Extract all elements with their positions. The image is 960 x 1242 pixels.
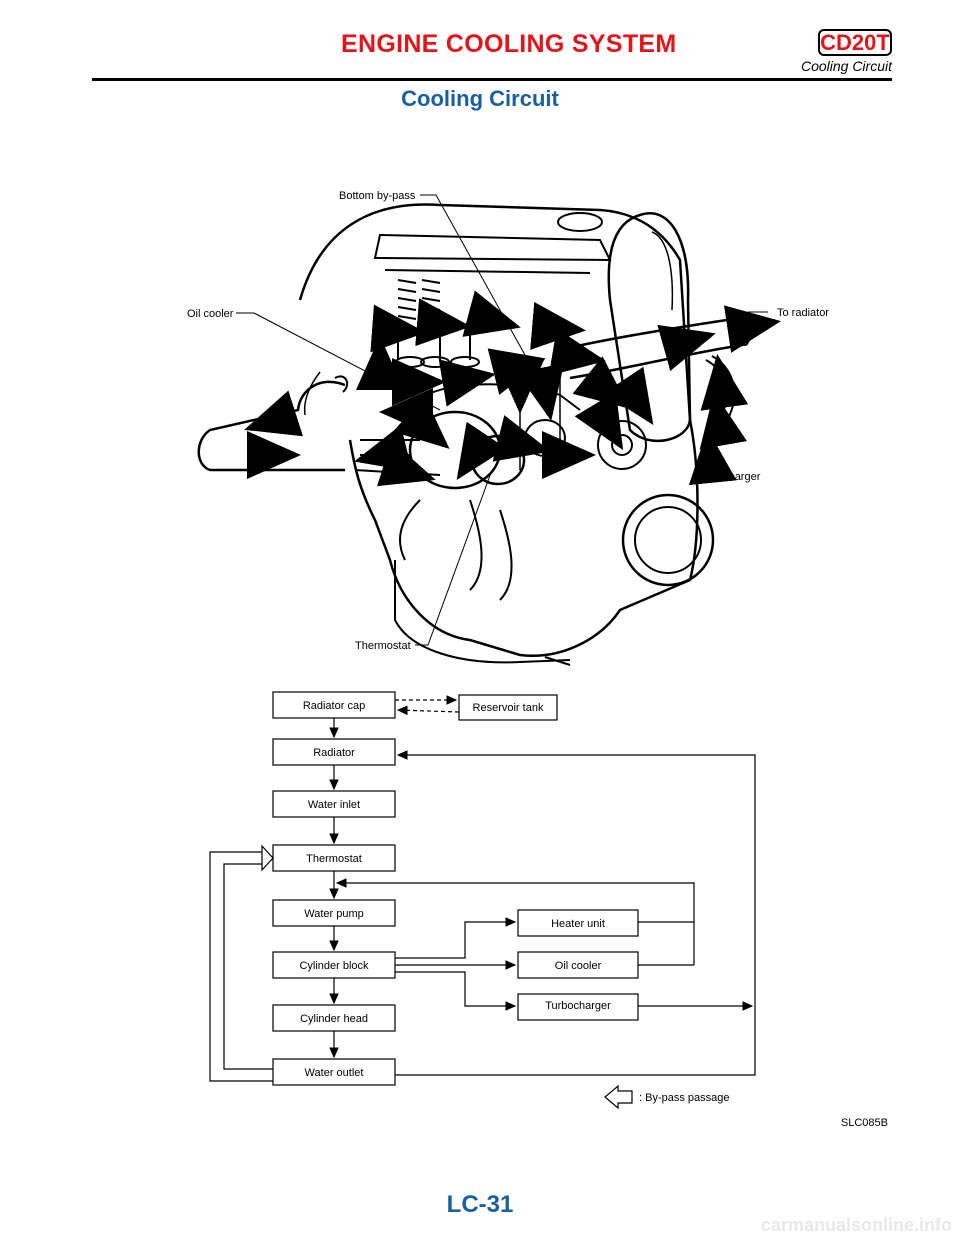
box-reservoir-tank (458, 694, 558, 721)
engine-illustration (197, 203, 751, 666)
page-number: LC-31 (446, 1191, 514, 1218)
label-radiator: Radiator (313, 747, 355, 759)
section-subtitle: Cooling Circuit (800, 58, 892, 74)
legend-bypass-text: : By-pass passage (639, 1092, 730, 1104)
box-heater-unit (517, 909, 639, 937)
callout-thermostat: Thermostat (355, 640, 411, 652)
label-heater-unit: Heater unit (551, 918, 605, 930)
header-rule (92, 78, 892, 81)
box-turbocharger (517, 993, 639, 1021)
callout-from-turbo-1: From (698, 457, 724, 469)
flow-diagram (209, 691, 756, 1110)
illustration-callouts (236, 194, 768, 646)
label-cylinder-block: Cylinder block (299, 960, 369, 972)
label-reservoir-tank: Reservoir tank (473, 702, 544, 714)
label-radiator-cap: Radiator cap (303, 700, 365, 712)
section-title: ENGINE COOLING SYSTEM (341, 30, 677, 58)
box-water-outlet (272, 1058, 396, 1086)
label-cylinder-head: Cylinder head (300, 1013, 368, 1025)
label-water-outlet: Water outlet (305, 1067, 364, 1079)
figure-id: SLC085B (840, 1117, 888, 1129)
callout-oil-cooler: Oil cooler (187, 308, 234, 320)
page-heading: Cooling Circuit (401, 86, 559, 111)
label-water-inlet: Water inlet (308, 799, 360, 811)
label-water-pump: Water pump (304, 908, 364, 920)
engine-flow-arrows (244, 290, 781, 487)
bypass-legend-icon (604, 1084, 633, 1110)
engine-code-badge: CD20T (818, 29, 892, 56)
label-oil-cooler: Oil cooler (555, 960, 602, 972)
watermark: carmanualsonline.info (760, 1215, 952, 1235)
callout-to-radiator: To radiator (777, 307, 829, 319)
callout-from-turbo-2: turbocharger (698, 471, 761, 483)
label-thermostat: Thermostat (306, 853, 362, 865)
label-turbocharger: Turbocharger (545, 1000, 611, 1012)
callout-bottom-bypass: Bottom by-pass (339, 190, 416, 202)
